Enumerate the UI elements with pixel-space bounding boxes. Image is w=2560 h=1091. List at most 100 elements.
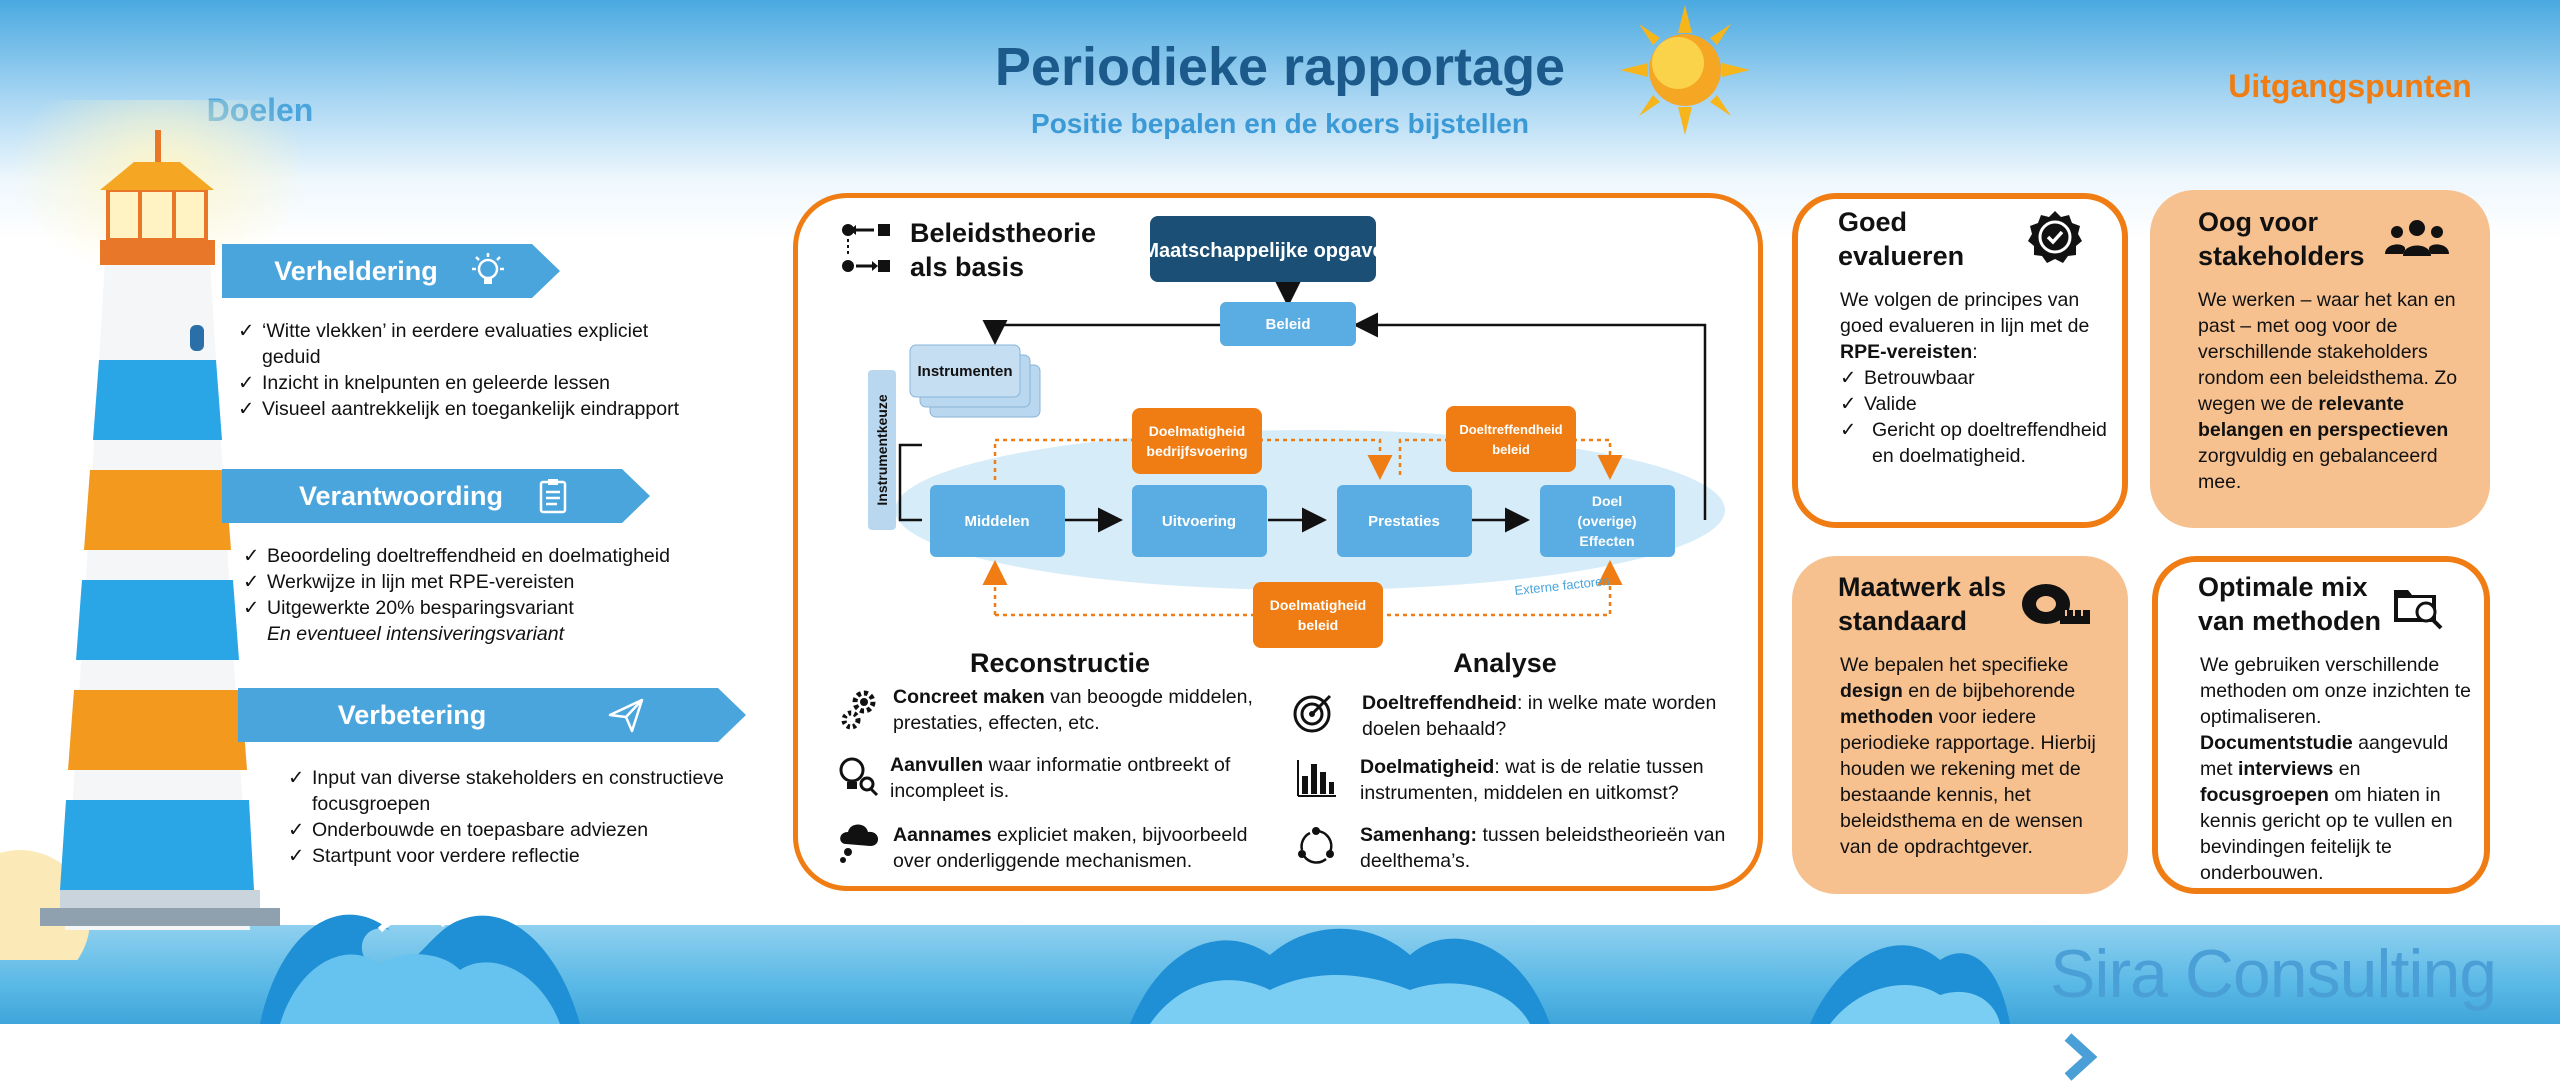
- goal-banner-verheldering: Verheldering: [222, 244, 560, 298]
- item-text: expliciet maken, bijvoorbeeld over onder…: [893, 824, 1248, 872]
- card-text: en de bijbehorende: [1902, 680, 2076, 702]
- item-text: van beoogde middelen, prestaties, effect…: [893, 686, 1253, 734]
- box-doeltreffendheid-beleid: [1446, 406, 1576, 472]
- card-list: Betrouwbaar Valide Gericht op doeltreffe…: [1840, 365, 2112, 469]
- card-title-line: evalueren: [1838, 241, 1965, 271]
- wave-illustration: [1810, 945, 2010, 1024]
- card-title-line: Maatwerk als: [1838, 572, 2007, 602]
- list-note: En eventueel intensiveringsvariant: [267, 623, 565, 645]
- arrow: [982, 320, 1220, 345]
- reconstruction-item: Concreet maken van beoogde middelen, pre…: [893, 684, 1273, 736]
- card-body: We werken – waar het kan en past – met o…: [2198, 287, 2474, 495]
- card-title-line: stakeholders: [2198, 241, 2365, 271]
- policy-theory-diagram: Maatschappelijke opgave Beleid Instrumen…: [868, 216, 1725, 648]
- label-doelmatigheid: Doelmatigheid: [1149, 423, 1245, 439]
- card-title: Optimale mix van methoden: [2198, 570, 2428, 638]
- cycle-icon: [1298, 827, 1334, 864]
- card-title: Maatwerk als standaard: [1838, 570, 2068, 638]
- card-text-bold: Documentstudie: [2200, 732, 2353, 754]
- analysis-item: Doeltreffendheid: in welke mate worden d…: [1362, 690, 1742, 742]
- analysis-item: Samenhang: tussen beleidstheorieën van d…: [1360, 822, 1740, 874]
- label-bedrijfsvoering: bedrijfsvoering: [1146, 443, 1247, 459]
- send-icon: [606, 695, 646, 735]
- box-beleid: [1220, 302, 1356, 346]
- item-bold: Concreet maken: [893, 686, 1045, 708]
- flow-icon: [842, 224, 890, 272]
- card-text-bold: methoden: [1840, 706, 1934, 728]
- card-text-bold: RPE-vereisten: [1840, 341, 1973, 363]
- list-item: Onderbouwde en toepasbare adviezen: [288, 817, 748, 843]
- card-title-line: Optimale mix: [2198, 572, 2368, 602]
- goal-list-verheldering: ‘Witte vlekken’ in eerdere evaluaties ex…: [238, 318, 688, 422]
- card-text: We gebruiken verschillende methoden om o…: [2200, 654, 2472, 728]
- sun-icon: [1620, 5, 1750, 135]
- logo-chevron-icon: [2064, 1033, 2098, 1081]
- card-text: voor iedere periodieke rapportage. Hierb…: [1840, 706, 2096, 858]
- list-item: ‘Witte vlekken’ in eerdere evaluaties ex…: [238, 318, 688, 370]
- logo-text: Sira Consulting: [2050, 936, 2497, 1012]
- clipboard-icon: [533, 476, 573, 516]
- wave-illustration: [260, 911, 580, 1024]
- policy-theory-heading: Beleidstheorie als basis: [910, 216, 1096, 284]
- target-icon: [1293, 694, 1332, 733]
- card-text: en: [2333, 758, 2361, 780]
- goal-title: Verbetering: [337, 699, 487, 730]
- box-prestaties: [1337, 485, 1472, 557]
- arrow: [898, 443, 922, 522]
- box-doelmatigheid-beleid: [1253, 582, 1383, 648]
- item-text: waar informatie ontbreekt of incompleet …: [890, 754, 1231, 802]
- item-text: : in welke mate worden doelen behaald?: [1362, 692, 1717, 740]
- label-uitvoering: Uitvoering: [1162, 513, 1236, 530]
- box-instrumentkeuze: [868, 370, 896, 530]
- list-item: Visueel aantrekkelijk en toegankelijk ei…: [238, 396, 688, 422]
- goal-title: Verantwoording: [298, 480, 504, 511]
- list-item: Beoordeling doeltreffendheid en doelmati…: [243, 543, 713, 569]
- gears-icon: [841, 690, 876, 730]
- people-icon: [2385, 220, 2449, 256]
- card-text-bold: focusgroepen: [2200, 784, 2329, 806]
- card-text: We werken – waar het kan en past – met o…: [2198, 289, 2458, 415]
- box-doel: [1540, 485, 1675, 557]
- label-doel-overige: (overige): [1577, 513, 1636, 529]
- measuring-tape-icon: [2022, 584, 2090, 624]
- reconstruction-heading: Reconstructie: [969, 648, 1151, 678]
- card-title-line: Oog voor: [2198, 207, 2318, 237]
- card-text: zorgvuldig en gebalanceerd mee.: [2198, 445, 2438, 493]
- label-beleid: Beleid: [1265, 316, 1310, 333]
- label-beleid-3: beleid: [1298, 617, 1338, 633]
- card-body: We volgen de principes van goed evaluere…: [1840, 287, 2112, 469]
- label-maatschappelijk: Maatschappelijke opgave: [1142, 240, 1383, 262]
- principles-heading: Uitgangspunten: [2228, 68, 2472, 104]
- box-maatschappelijk: [1150, 216, 1376, 282]
- reconstruction-item: Aannames expliciet maken, bijvoorbeeld o…: [893, 822, 1273, 874]
- card-body: We bepalen het specifieke design en de b…: [1840, 652, 2116, 860]
- label-instrumentkeuze: Instrumentkeuze: [874, 394, 890, 505]
- card-title-line: van methoden: [2198, 606, 2382, 636]
- list-item: Betrouwbaar: [1840, 365, 2112, 391]
- heading-line: als basis: [910, 252, 1025, 282]
- item-text: tussen beleidstheorieën van deelthema’s.: [1360, 824, 1726, 872]
- goal-title: Verheldering: [274, 255, 438, 286]
- lightbulb-search-icon: [839, 757, 879, 797]
- card-title: Oog voor stakeholders: [2198, 205, 2418, 273]
- list-item: Uitgewerkte 20% besparingsvariant: [243, 595, 713, 621]
- wave-illustration: [1130, 928, 1550, 1024]
- lightbulb-icon: [468, 251, 508, 291]
- item-bold: Aanvullen: [890, 754, 984, 776]
- box-doelmatigheid-bedrijfsvoering: [1132, 408, 1262, 474]
- page-title: Periodieke rapportage: [994, 37, 1566, 97]
- box-middelen: [930, 485, 1065, 557]
- goal-list-verbetering: Input van diverse stakeholders en constr…: [288, 765, 748, 869]
- arrow: [1353, 312, 1707, 520]
- goal-banner-verbetering: Verbetering: [238, 688, 746, 742]
- list-item: Inzicht in knelpunten en geleerde lessen: [238, 370, 688, 396]
- heading-line: Beleidstheorie: [910, 218, 1097, 248]
- label-beleid-2: beleid: [1492, 442, 1530, 457]
- box-uitvoering: [1132, 485, 1267, 557]
- card-title: Goed evalueren: [1838, 205, 2038, 273]
- analysis-item: Doelmatigheid: wat is de relatie tussen …: [1360, 754, 1740, 806]
- company-logo: Sira Consulting: [2050, 935, 2560, 1091]
- bar-chart-icon: [1297, 760, 1336, 797]
- label-instrumenten: Instrumenten: [917, 363, 1012, 380]
- card-title-line: standaard: [1838, 606, 1968, 636]
